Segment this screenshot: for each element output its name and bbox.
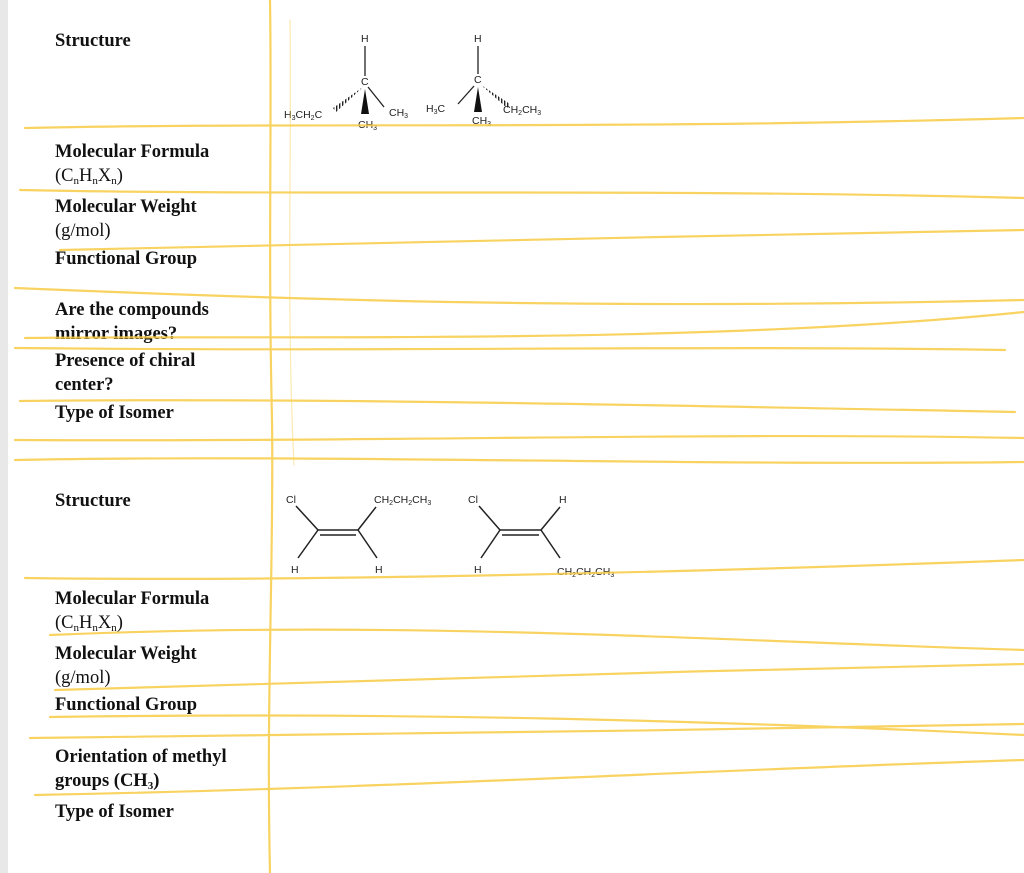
row-structure-2: Structure: [55, 489, 270, 513]
molecule-b-bottom: CH3: [472, 115, 491, 128]
row-type-isomer-2: Type of Isomer: [55, 800, 270, 824]
row-structure-1-label: Structure: [55, 31, 131, 51]
molecule-a-top: H: [361, 33, 369, 45]
alkene-trans-h-bottom: H: [474, 564, 482, 576]
alkene-cis-propyl: CH2CH2CH3: [374, 494, 431, 507]
alkene-cis: Cl CH2CH2CH3 H H: [286, 494, 431, 576]
alkene-trans-h-top: H: [559, 494, 567, 506]
row-functional-group-2: Functional Group: [55, 693, 270, 717]
row-functional-group-2-label: Functional Group: [55, 695, 198, 715]
row-chiral-line2: center?: [55, 375, 114, 395]
molecule-a-left: H3CH2C: [284, 109, 323, 122]
row-structure-1: Structure: [55, 29, 270, 53]
molecule-a-right: CH3: [389, 107, 408, 120]
row-chiral-line1: Presence of chiral: [55, 351, 196, 371]
row-molecular-formula-2: Molecular Formula (CnHnXn): [55, 587, 270, 635]
row-isomer-2-label: Type of Isomer: [55, 802, 174, 822]
row-formula-2-label: Molecular Formula: [55, 589, 210, 609]
molecule-a-bottom: CH3: [358, 119, 377, 132]
alkene-trans-propyl: CH2CH2CH3: [557, 566, 614, 579]
molecule-a: H C H3CH2C CH3 CH3: [284, 33, 408, 132]
row-chiral-center: Presence of chiral center?: [55, 349, 270, 397]
molecule-a-center: C: [361, 76, 369, 88]
molecule-b-center: C: [474, 74, 482, 86]
molecule-b-right: CH2CH3: [503, 104, 541, 117]
molecule-b: H C H3C CH2CH3 CH3: [426, 33, 541, 128]
row-formula-1-paren: (CnHnXn): [55, 166, 123, 187]
page-left-edge: [0, 0, 8, 873]
row-functional-group-1: Functional Group: [55, 247, 270, 271]
row-formula-1-label: Molecular Formula: [55, 142, 210, 162]
row-molecular-formula-1: Molecular Formula (CnHnXn): [55, 140, 270, 188]
row-functional-group-1-label: Functional Group: [55, 249, 198, 269]
molecule-b-top: H: [474, 33, 482, 45]
alkene-cis-h-right: H: [375, 564, 383, 576]
alkene-cis-h-left: H: [291, 564, 299, 576]
alkene-trans-cl: Cl: [468, 494, 478, 506]
molecule-b-left: H3C: [426, 103, 446, 116]
row-weight-1-label: Molecular Weight: [55, 197, 197, 217]
alkene-trans: Cl H H CH2CH2CH3: [468, 494, 614, 579]
row-structure-2-label: Structure: [55, 491, 131, 511]
alkene-cis-cl: Cl: [286, 494, 296, 506]
row-formula-2-paren: (CnHnXn): [55, 613, 123, 634]
